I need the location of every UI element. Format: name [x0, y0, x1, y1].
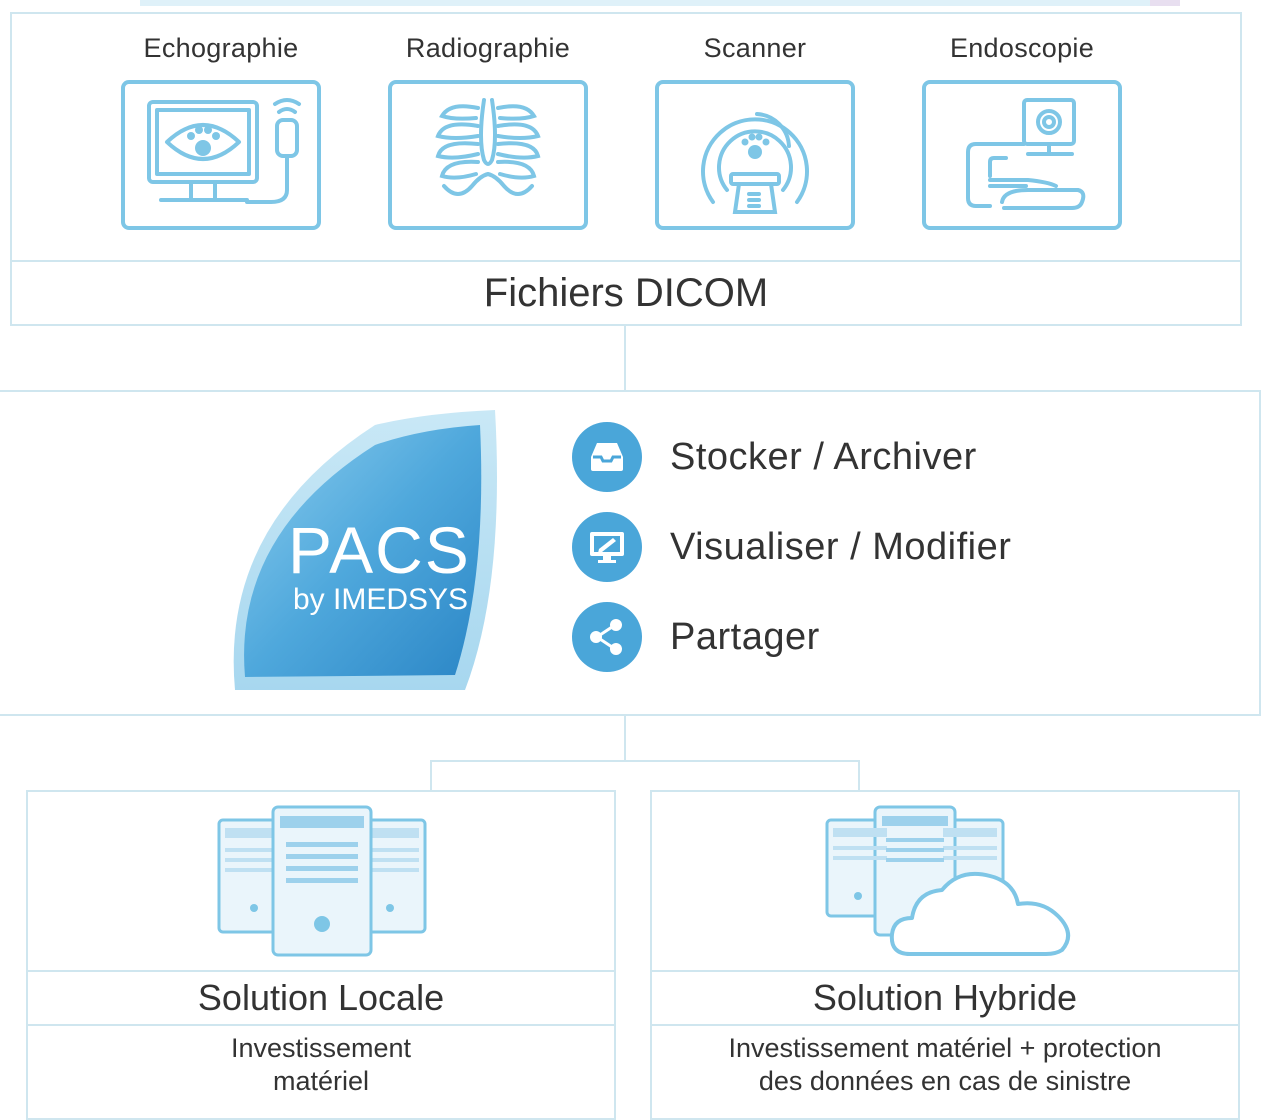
share-icon: [572, 602, 642, 672]
connector-line: [858, 760, 860, 792]
dicom-section: [10, 12, 1242, 326]
modality-scanner: Scanner: [650, 30, 860, 230]
ultrasound-icon: [147, 98, 301, 204]
dicom-divider: [12, 260, 1240, 262]
connector-line: [624, 326, 626, 392]
solution-hybride-title: Solution Hybride: [812, 977, 1078, 1018]
feature-stocker: Stocker / Archiver: [572, 422, 977, 492]
card-divider: [652, 970, 1238, 972]
servers-cloud-icon: [825, 805, 1070, 956]
pacs-logo: [233, 410, 498, 690]
solution-hybride-description-line1: Investissement matériel + protection: [728, 1033, 1162, 1063]
connector-line: [430, 760, 432, 792]
card-divider: [28, 970, 614, 972]
connector-line: [624, 716, 626, 762]
solution-hybride-description-line2: des données en cas de sinistre: [758, 1066, 1132, 1096]
connector-line: [430, 760, 860, 762]
ct-scanner-icon: [701, 112, 809, 214]
inbox-tray-icon: [572, 422, 642, 492]
modality-echographie: Echographie: [116, 30, 326, 230]
feature-label: Partager: [670, 615, 820, 658]
servers-icon: [217, 805, 427, 957]
top-decorative-stripe: [140, 0, 1180, 6]
dicom-title: Fichiers DICOM: [483, 271, 769, 315]
pacs-logo-title: PACS: [288, 513, 471, 587]
feature-label: Visualiser / Modifier: [670, 525, 1012, 568]
solution-locale-description-line1: Investissement: [230, 1033, 412, 1063]
card-divider: [652, 1024, 1238, 1026]
modality-label: Scanner: [703, 33, 807, 63]
modality-frame: [922, 80, 1122, 230]
modality-frame: [121, 80, 321, 230]
modality-label: Endoscopie: [949, 33, 1095, 63]
modality-label: Echographie: [143, 33, 299, 63]
monitor-edit-icon: [572, 512, 642, 582]
modality-radiographie: Radiographie: [383, 30, 593, 230]
feature-label: Stocker / Archiver: [670, 435, 977, 478]
endoscope-icon: [966, 98, 1086, 210]
modality-endoscopie: Endoscopie: [917, 30, 1127, 230]
feature-partager: Partager: [572, 602, 820, 672]
feature-visualiser: Visualiser / Modifier: [572, 512, 1011, 582]
modality-frame: [655, 80, 855, 230]
xray-ribcage-icon: [435, 98, 541, 196]
card-divider: [28, 1024, 614, 1026]
solution-locale-title: Solution Locale: [197, 977, 445, 1018]
pacs-logo-subtitle: by IMEDSYS: [293, 583, 469, 616]
modality-frame: [388, 80, 588, 230]
modality-label: Radiographie: [405, 33, 571, 63]
solution-locale-description-line2: matériel: [272, 1066, 370, 1096]
